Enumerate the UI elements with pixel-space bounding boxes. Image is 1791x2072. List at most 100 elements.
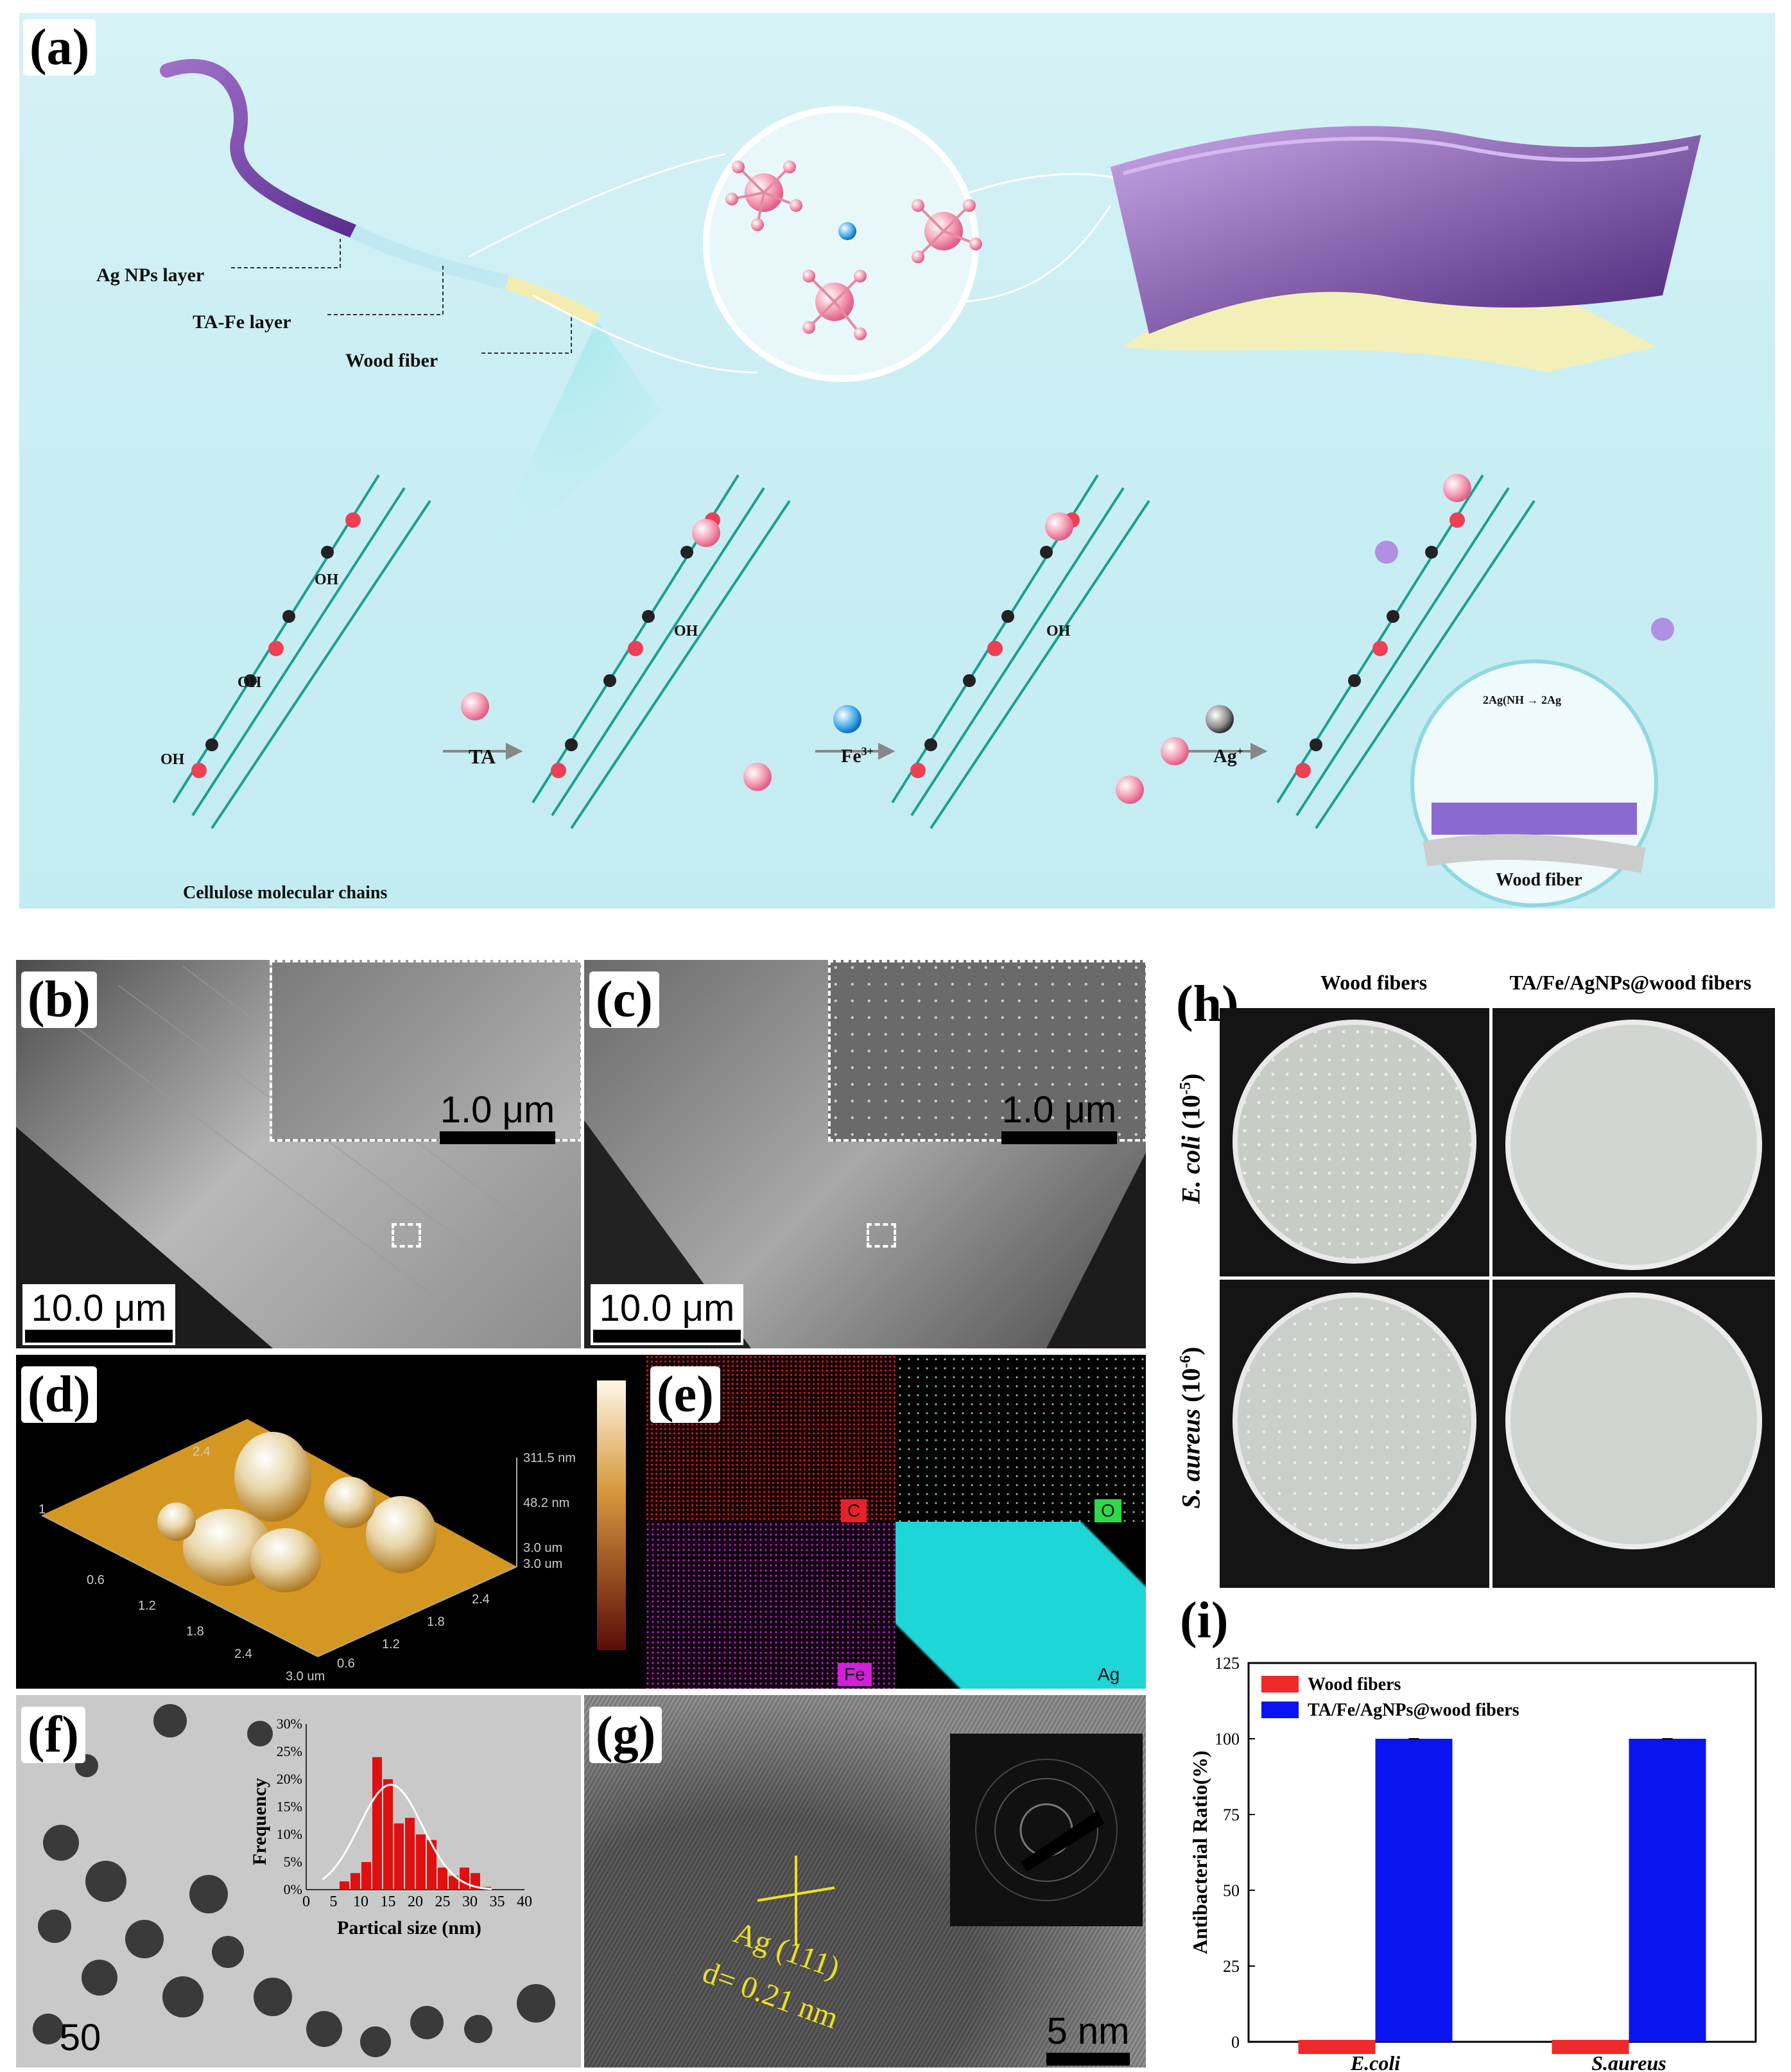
y-tick-label: 50 [1223,1881,1240,1900]
panel-h-antibacterial-plates: (h) Wood fibers TA/Fe/AgNPs@wood fibers … [1168,963,1775,1589]
histogram-y-tick: 0% [284,1881,302,1897]
step-fe-label: Fe3+ [841,745,874,767]
element-tag-fe: Fe [838,1663,872,1686]
scale-bar: 5 nm [1046,2010,1130,2066]
cellulose-chain [172,474,1536,830]
wood-fiber-layer-label: Wood fiber [345,350,438,371]
axis-tick: 0.6 [87,1573,105,1587]
ag-ion-icon [1206,705,1234,733]
y-tick-label: 100 [1215,1730,1240,1748]
z-label: 3.0 um [523,1557,563,1571]
panel-g-hrtem-image: (g) Ag (111) d= 0.21 nm 5 nm [584,1695,1146,2068]
column-header-treated: TA/Fe/AgNPs@wood fibers [1509,971,1752,994]
schematic-illustration [160,59,1701,907]
histogram-y-tick: 20% [277,1771,302,1787]
inset-scale-bar: 1.0 μm [1001,1088,1117,1144]
ta-molecule-icon [725,161,802,231]
histogram-x-tick: 35 [490,1894,505,1910]
y-axis-label: Antibacterial Ratio(%) [1188,1750,1211,1954]
oh-label: OH [160,751,185,768]
y-tick-label: 25 [1223,1957,1240,1976]
cellulose-caption: Cellulose molecular chains [183,883,388,903]
oh-label: OH [1046,623,1071,640]
panel-i-label: (i) [1173,1592,1235,1649]
reaction-equation: 2Ag(NH → 2Ag [1483,693,1561,706]
z-label: 48.2 nm [523,1496,570,1510]
oh-label: OH [238,674,262,691]
histogram-fit-curve [322,1784,492,1890]
histogram-x-tick: 10 [353,1894,368,1910]
saed-pattern-inset [950,1734,1143,1926]
panel-c-label: (c) [589,971,659,1028]
histogram-bar [416,1834,426,1890]
zoom-region-marker [867,1223,896,1248]
plate-ecoli-wood [1220,1008,1489,1276]
bar-treated [1629,1739,1706,2042]
bar-baseline-wood-fibers [1298,2040,1376,2054]
histogram-y-tick: 30% [277,1716,302,1732]
y-tick-label: 75 [1223,1806,1240,1824]
panel-f-label: (f) [21,1707,85,1763]
eds-map-c [645,1355,896,1522]
panel-e-label: (e) [650,1366,720,1423]
x-category-label: E.coli [1350,2051,1400,2072]
column-header-wood-fibers: Wood fibers [1320,971,1428,994]
panel-c-sem-image: (c) 1.0 μm 10.0 μm [584,960,1146,1348]
histogram-bar [405,1818,415,1890]
axis-tick: 1.2 [138,1599,156,1613]
histogram-bar [449,1876,458,1890]
panel-a-schematic: (a) Ag NPs layer TA-Fe layer Wood fiber … [19,13,1775,909]
legend-label: Wood fibers [1308,1675,1401,1694]
axis-tick: 2.4 [472,1592,490,1606]
histogram-bar [394,1823,404,1890]
plot-frame [1247,1662,1757,2043]
histogram-y-tick: 10% [277,1826,302,1842]
histogram-bar [427,1840,437,1890]
scale-bar: 10.0 μm [22,1284,175,1345]
histogram-bar [350,1873,360,1890]
zoom-region-marker [392,1223,421,1248]
histogram-x-tick: 25 [435,1894,451,1910]
histogram-x-tick: 0 [302,1894,310,1910]
scale-bar: 50 nm [55,2017,107,2068]
histogram-bar [361,1862,371,1890]
oh-label: OH [674,623,698,640]
legend-swatch [1261,1702,1299,1718]
ag-nps-layer-label: Ag NPs layer [96,265,205,286]
row-label-saureus: S. aureus (10-6) [1176,1346,1206,1509]
element-tag-c: C [841,1499,867,1522]
axis-tick: 1.8 [427,1615,445,1629]
plate-saureus-wood [1220,1280,1489,1588]
axis-tick: 1.2 [382,1637,400,1651]
step-ag-label: Ag+ [1213,745,1243,767]
element-tag-ag: Ag [1091,1663,1127,1686]
histogram-x-tick: 40 [517,1894,532,1910]
inset-scale-bar: 1.0 μm [440,1088,555,1144]
z-label: 311.5 nm [523,1451,576,1465]
panel-b-label: (b) [21,971,97,1028]
panel-h-label: (h) [1170,976,1245,1032]
y-tick-label: 125 [1215,1654,1240,1673]
histogram-y-tick: 15% [277,1798,302,1815]
histogram-bar [340,1881,349,1890]
histogram-bar [460,1867,469,1890]
plate-ecoli-treated [1492,1008,1775,1276]
zoom-inset [828,960,1146,1142]
histogram-bar [372,1757,382,1890]
zoom-inset [270,960,581,1142]
panel-d-label: (d) [21,1366,97,1423]
axis-tick: 1 [39,1502,46,1517]
fe-ion-icon [838,222,856,240]
z-label: 3.0 um [523,1541,563,1555]
axis-tick: 0.6 [337,1657,355,1671]
histogram-bar [383,1779,393,1890]
scale-bar: 10.0 μm [591,1284,743,1345]
axis-tick: 3.0 um [286,1669,325,1684]
ta-fe-layer-label: TA-Fe layer [193,311,291,333]
eds-map-fe [645,1522,896,1689]
histogram-x-tick: 30 [462,1894,478,1910]
histogram-bar [438,1867,447,1890]
bar-baseline-wood-fibers [1552,2040,1629,2054]
panel-g-label: (g) [589,1707,662,1763]
